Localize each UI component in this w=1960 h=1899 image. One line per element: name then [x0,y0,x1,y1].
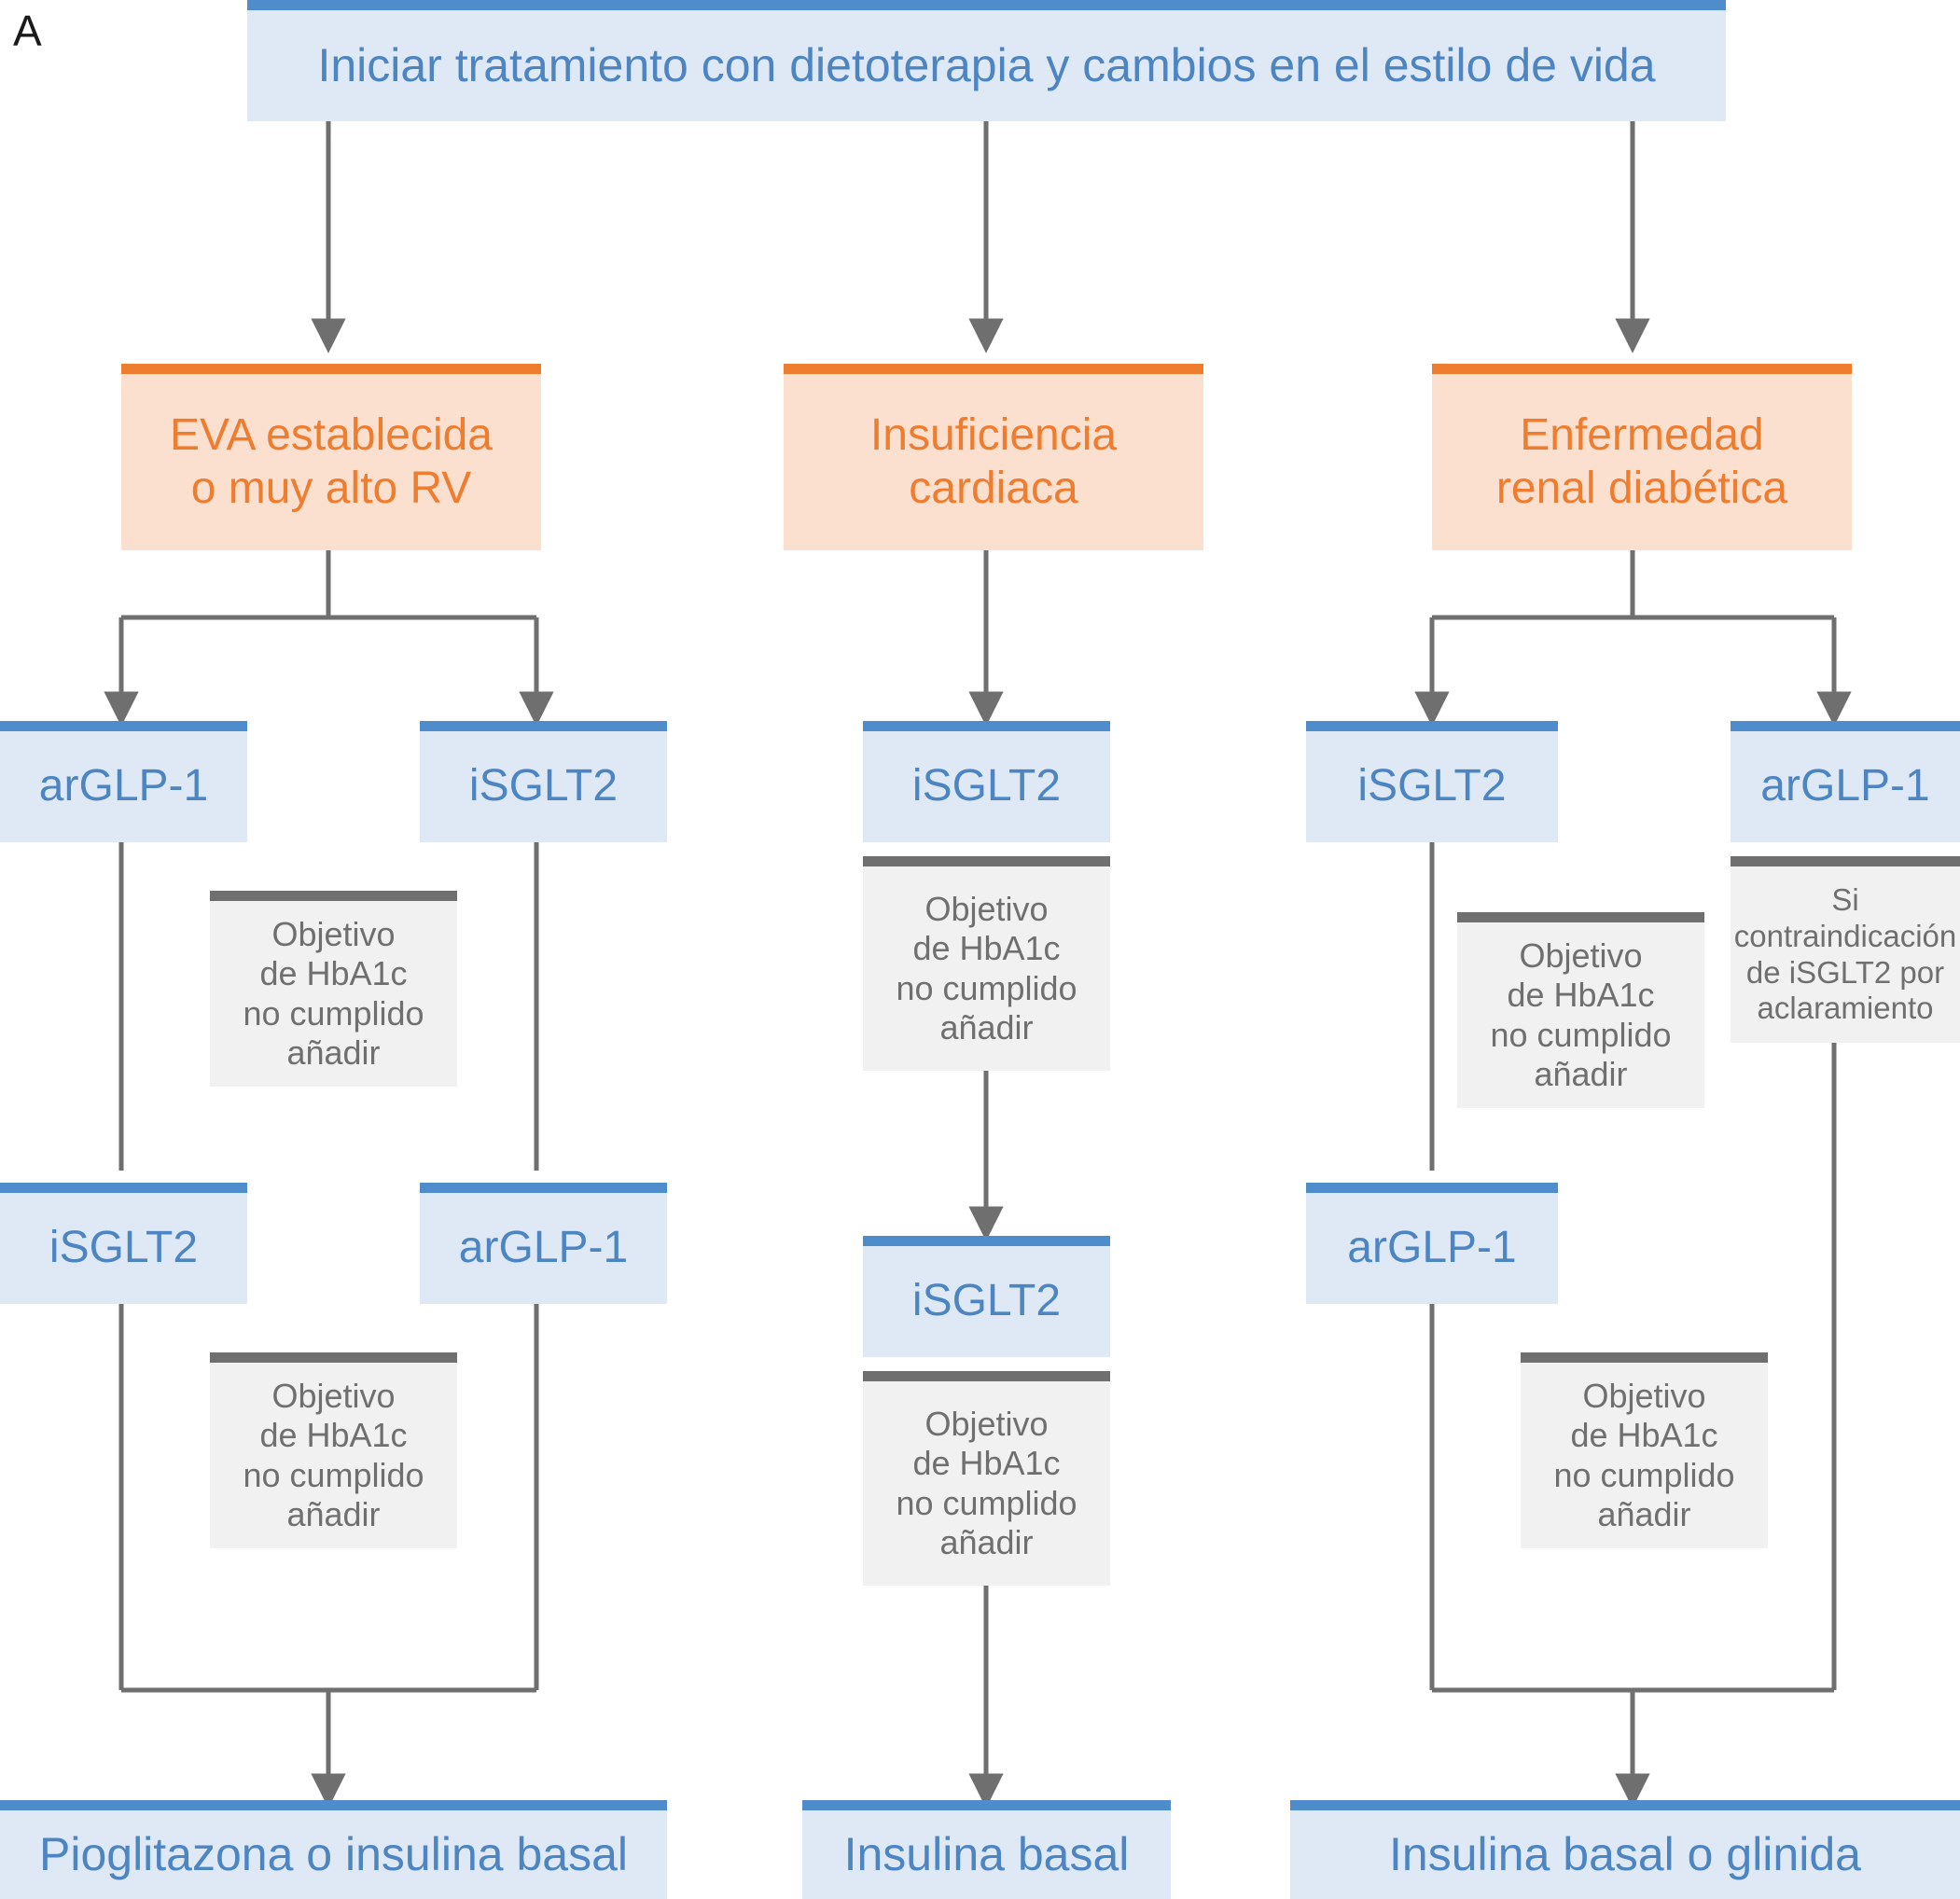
note-eva-hba1c-1: Objetivo de HbA1c no cumplido añadir [210,891,457,1087]
note-ic-hba1c-2: Objetivo de HbA1c no cumplido añadir [863,1371,1110,1586]
note-line-1: Si [1831,881,1859,917]
note-line-3: no cumplido [1553,1455,1735,1494]
note-line-2: contraindicación [1733,918,1957,953]
node-eva-step-a2-label: iSGLT2 [49,1223,199,1273]
node-eva-final-label: Pioglitazona o insulina basal [39,1828,628,1880]
node-erd-step-a1-label: iSGLT2 [1357,761,1507,811]
node-eva-final[interactable]: Pioglitazona o insulina basal [0,1800,667,1899]
note-erd-hba1c-2: Objetivo de HbA1c no cumplido añadir [1521,1352,1768,1548]
node-ic-step-2-label: iSGLT2 [911,1276,1062,1326]
node-eva-step-b2[interactable]: arGLP-1 [420,1183,667,1304]
node-erd-step-b1[interactable]: arGLP-1 [1731,721,1960,842]
node-eva-step-b1-label: iSGLT2 [468,761,619,811]
node-condition-erd-line2: renal diabética [1495,463,1788,513]
note-line-2: de HbA1c [912,1444,1061,1483]
node-start-label: Iniciar tratamiento con dietoterapia y c… [317,39,1656,91]
note-line-4: añadir [939,1007,1034,1047]
node-eva-step-a1[interactable]: arGLP-1 [0,721,247,842]
node-eva-step-a1-label: arGLP-1 [38,761,209,811]
note-line-2: de HbA1c [1507,976,1655,1015]
node-ic-step-1-label: iSGLT2 [911,761,1062,811]
panel-label: A [13,7,42,55]
node-ic-step-1[interactable]: iSGLT2 [863,721,1110,842]
note-line-3: de iSGLT2 por [1745,954,1945,990]
node-condition-eva-line2: o muy alto RV [190,463,472,513]
note-line-2: de HbA1c [259,954,408,993]
node-ic-final[interactable]: Insulina basal [802,1800,1171,1899]
note-ic-hba1c-1: Objetivo de HbA1c no cumplido añadir [863,856,1110,1071]
node-ic-final-label: Insulina basal [843,1828,1130,1880]
node-eva-step-a2[interactable]: iSGLT2 [0,1183,247,1304]
node-erd-final-label: Insulina basal o glinida [1389,1828,1861,1880]
note-line-4: añadir [939,1522,1034,1561]
note-line-2: de HbA1c [912,929,1061,968]
note-line-3: no cumplido [243,1455,424,1494]
node-erd-step-a1[interactable]: iSGLT2 [1306,721,1558,842]
node-eva-step-b2-label: arGLP-1 [458,1223,629,1273]
note-line-3: no cumplido [243,993,424,1033]
note-line-1: Objetivo [271,914,396,953]
node-erd-step-a2[interactable]: arGLP-1 [1306,1183,1558,1304]
node-ic-step-2[interactable]: iSGLT2 [863,1236,1110,1357]
node-condition-ic[interactable]: Insuficiencia cardiaca [784,364,1203,550]
note-line-1: Objetivo [924,1404,1049,1443]
note-line-3: no cumplido [896,1483,1077,1522]
note-erd-contraindication: Si contraindicación de iSGLT2 por aclara… [1731,856,1960,1043]
note-line-3: no cumplido [1490,1015,1672,1054]
note-line-3: no cumplido [896,968,1077,1007]
node-condition-ic-line1: Insuficiencia [869,409,1118,460]
node-condition-erd[interactable]: Enfermedad renal diabética [1432,364,1852,550]
node-erd-final[interactable]: Insulina basal o glinida [1290,1800,1960,1899]
note-erd-hba1c-1: Objetivo de HbA1c no cumplido añadir [1457,912,1704,1108]
node-erd-step-b1-label: arGLP-1 [1760,761,1930,811]
note-line-1: Objetivo [1582,1376,1706,1415]
node-condition-eva-line1: EVA establecida [169,409,493,460]
note-line-1: Objetivo [924,889,1049,928]
note-line-4: añadir [1597,1494,1691,1533]
node-eva-step-b1[interactable]: iSGLT2 [420,721,667,842]
node-condition-ic-line2: cardiaca [909,463,1078,513]
note-line-4: añadir [286,1033,381,1072]
node-condition-erd-line1: Enfermedad [1520,409,1764,460]
note-line-2: de HbA1c [1570,1416,1718,1455]
node-condition-eva[interactable]: EVA establecida o muy alto RV [121,364,541,550]
note-line-4: añadir [1534,1054,1628,1093]
note-line-1: Objetivo [1519,936,1643,975]
note-line-2: de HbA1c [259,1416,408,1455]
note-line-1: Objetivo [271,1376,396,1415]
node-start[interactable]: Iniciar tratamiento con dietoterapia y c… [247,0,1726,121]
note-line-4: añadir [286,1494,381,1533]
node-erd-step-a2-label: arGLP-1 [1347,1223,1517,1273]
note-line-4: aclaramiento [1757,991,1934,1026]
note-eva-hba1c-2: Objetivo de HbA1c no cumplido añadir [210,1352,457,1548]
